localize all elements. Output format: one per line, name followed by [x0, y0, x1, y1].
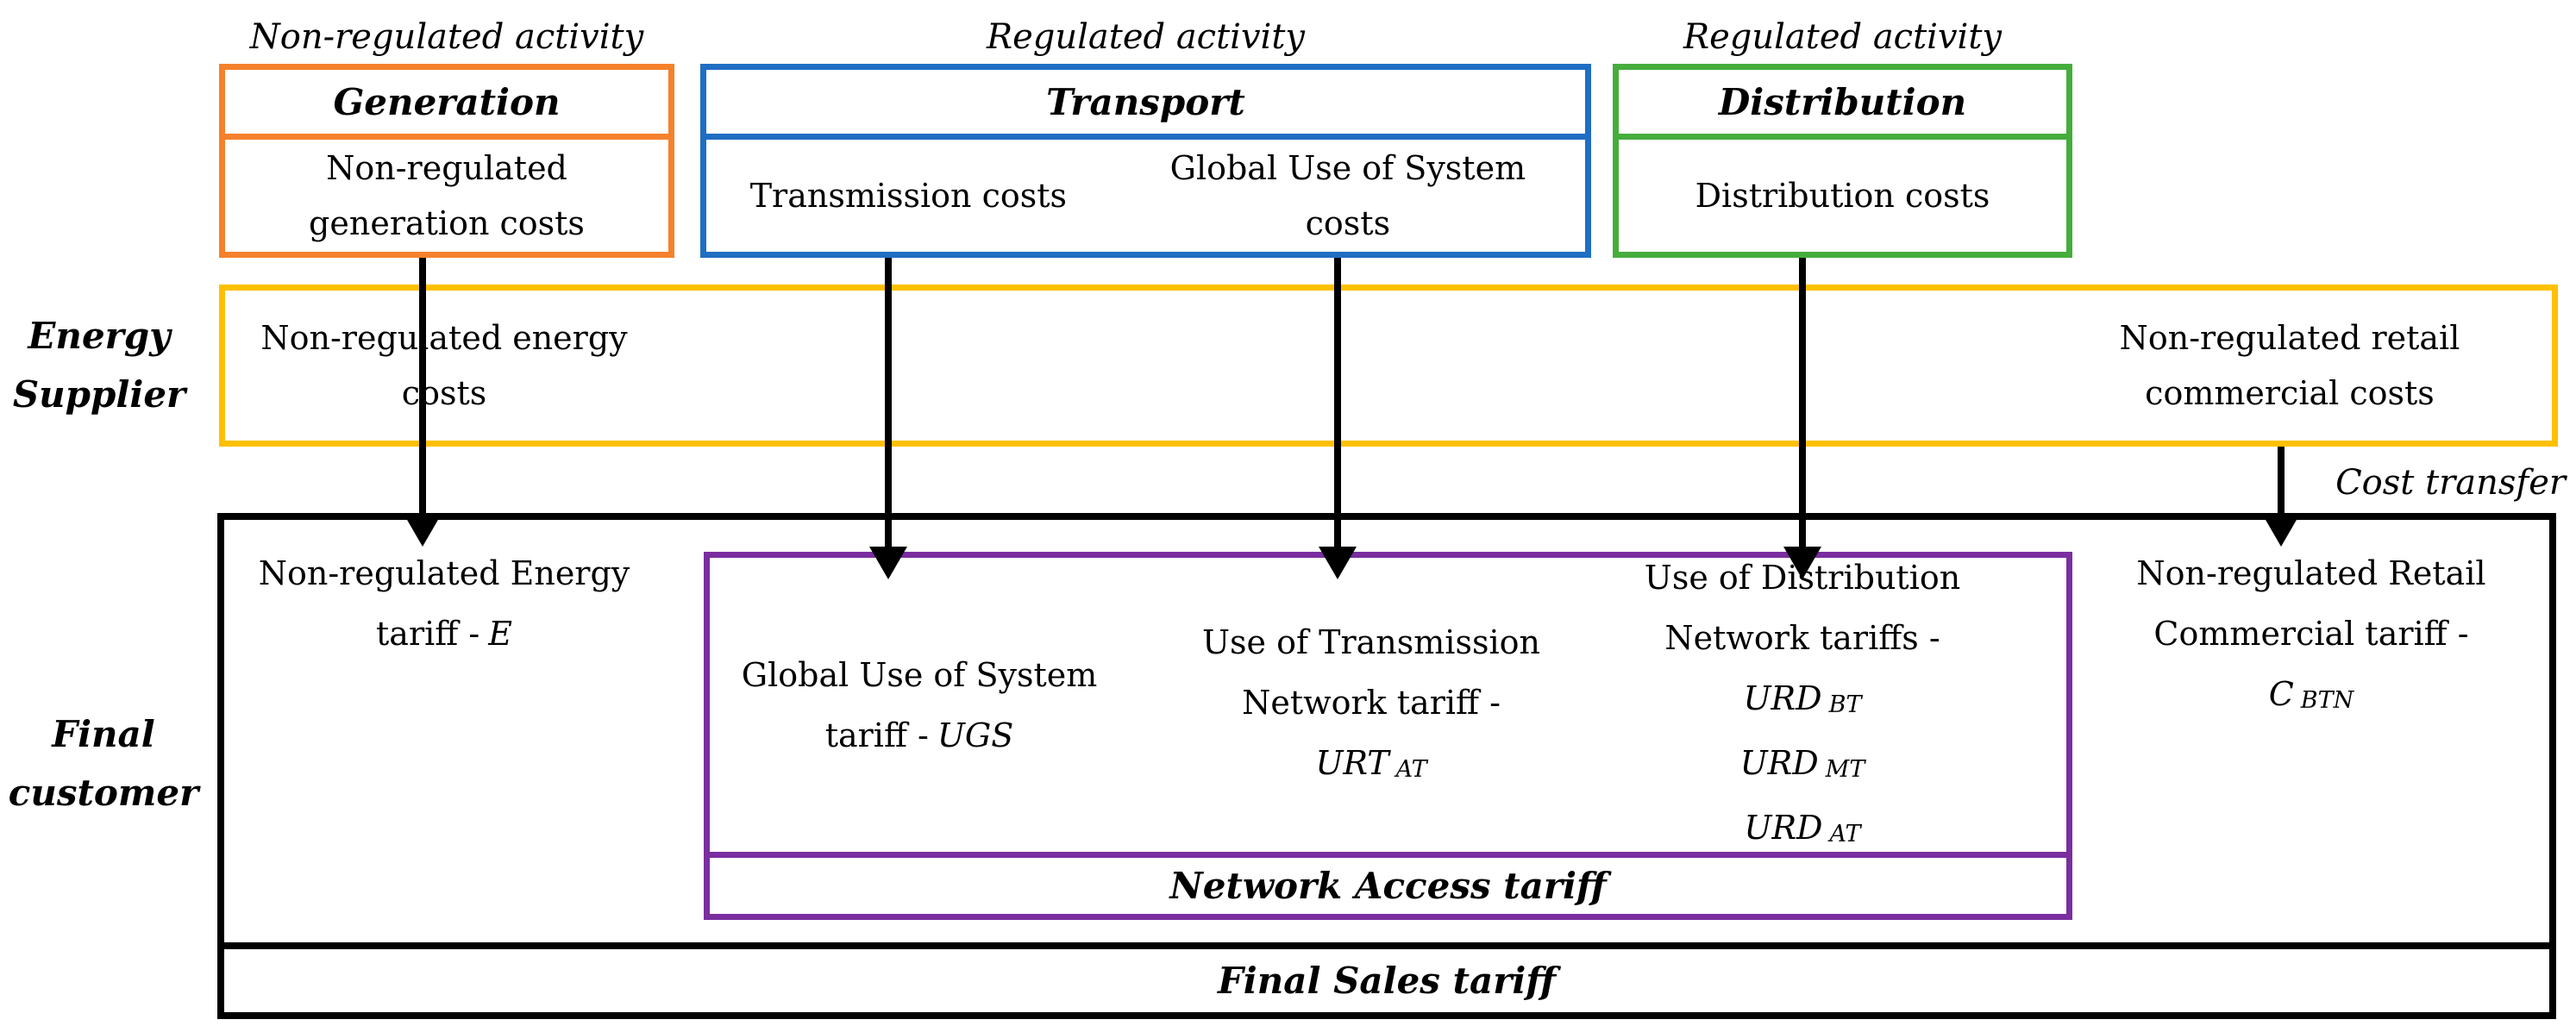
global-use-of-system-tariff-cell: Global Use of System tariff -UGS — [712, 558, 1126, 852]
regulated-activity-label-transport: Regulated activity — [986, 17, 1306, 57]
urd-mt-symbol: URD — [1739, 744, 1819, 782]
urd-tariffs-line2: Network tariffs - — [1664, 619, 1940, 657]
network-access-box: Network Access tariff — [704, 552, 2072, 920]
arrow-global-use-to-network-head — [1319, 547, 1357, 579]
retail-tariff-line2: Commercial tariff - — [2153, 615, 2469, 653]
generation-box: Generation Non-regulated generation cost… — [219, 64, 674, 258]
non-regulated-energy-tariff-cell: Non-regulated Energy tariff -E — [233, 543, 655, 664]
urd-at-subscript: AT — [1829, 821, 1861, 847]
arrow-transmission-to-network-head — [869, 547, 907, 579]
ugs-tariff-symbol: UGS — [937, 716, 1014, 754]
transport-box-title: Transport — [706, 70, 1585, 140]
urd-bt-subscript: BT — [1828, 691, 1862, 718]
arrow-transmission-to-network-line — [885, 258, 892, 551]
use-of-distribution-tariffs-cell: Use of Distribution Network tariffs - UR… — [1578, 558, 2027, 852]
arrow-distribution-to-network-head — [1783, 547, 1821, 579]
energy-tariff-line1: Non-regulated Energy — [258, 554, 630, 592]
transport-box: Transport Transmission costs Global Use … — [700, 64, 1591, 258]
urt-tariff-line2: Network tariff - — [1242, 684, 1501, 722]
urd-at-symbol: URD — [1744, 809, 1823, 847]
ugs-tariff-line2: tariff -UGS — [825, 705, 1014, 766]
final-sales-tariff-band: Final Sales tariff — [224, 942, 2549, 1012]
non-regulated-retail-tariff-cell: Non-regulated Retail Commercial tariff -… — [2078, 543, 2544, 729]
non-regulated-activity-label: Non-regulated activity — [249, 17, 644, 57]
ugs-tariff-line1: Global Use of System — [741, 655, 1098, 694]
retail-tariff-symbol: C — [2268, 675, 2294, 713]
urt-tariff-line1: Use of Transmission — [1202, 623, 1540, 661]
non-regulated-energy-costs-text: Non-regulated energy costs — [260, 319, 628, 412]
arrow-generation-to-customer-head — [404, 514, 442, 547]
non-regulated-retail-commercial-costs-text: Non-regulated retail commercial costs — [2119, 319, 2460, 412]
regulated-activity-label-distribution: Regulated activity — [1683, 17, 2003, 57]
use-of-transmission-tariff-cell: Use of Transmission Network tariff - URT… — [1130, 558, 1613, 852]
urd-mt-subscript: MT — [1825, 756, 1865, 783]
distribution-box-title: Distribution — [1619, 70, 2066, 140]
energy-tariff-symbol: E — [488, 615, 512, 653]
retail-tariff-subscript: BTN — [2300, 687, 2354, 714]
transport-box-body: Transmission costs Global Use of System … — [706, 140, 1585, 252]
arrow-supplier-to-customer-head — [2262, 514, 2300, 547]
distribution-costs-text: Distribution costs — [1695, 177, 1990, 215]
energy-tariff-prefix: tariff - — [376, 615, 480, 653]
arrow-generation-to-customer-line — [419, 258, 426, 517]
arrow-global-use-to-network-line — [1334, 258, 1341, 551]
distribution-box: Distribution Distribution costs — [1613, 64, 2072, 258]
energy-supplier-box — [219, 285, 2558, 447]
generation-box-body: Non-regulated generation costs — [225, 140, 668, 252]
final-customer-label: Final customer — [8, 713, 199, 814]
energy-tariff-line2: tariff -E — [233, 604, 655, 664]
arrow-supplier-to-customer-line — [2278, 447, 2285, 519]
network-access-tariff-band: Network Access tariff — [710, 852, 2066, 914]
global-use-of-system-costs-cell: Global Use of System costs — [1111, 140, 1585, 252]
urd-bt-symbol: URD — [1743, 679, 1822, 717]
global-use-of-system-costs-text: Global Use of System costs — [1169, 149, 1526, 242]
urt-tariff-symbol: URT — [1315, 744, 1389, 782]
retail-tariff-line1: Non-regulated Retail — [2136, 554, 2486, 592]
cost-transfer-label: Cost transfer — [2335, 463, 2566, 503]
transmission-costs-text: Transmission costs — [749, 177, 1068, 215]
urt-tariff-subscript: AT — [1395, 756, 1427, 783]
arrow-distribution-to-network-line — [1799, 258, 1806, 551]
ugs-tariff-prefix: tariff - — [824, 716, 929, 754]
generation-box-title: Generation — [225, 70, 668, 140]
energy-supplier-label: Energy Supplier — [12, 315, 186, 416]
generation-costs-text: Non-regulated generation costs — [309, 149, 585, 242]
